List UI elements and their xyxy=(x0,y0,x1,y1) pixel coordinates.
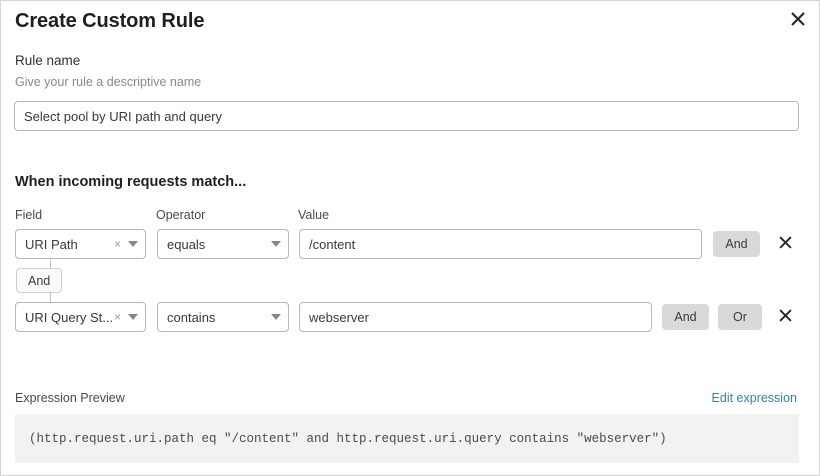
rule-name-help-text: Give your rule a descriptive name xyxy=(15,75,202,89)
close-dialog-button[interactable] xyxy=(786,7,810,31)
operator-select-label-0: equals xyxy=(167,236,206,252)
chevron-down-icon-operator-1 xyxy=(271,314,281,320)
chevron-down-icon-0 xyxy=(128,241,138,247)
chevron-down-icon-operator-0 xyxy=(271,241,281,247)
delete-condition-button-1[interactable] xyxy=(773,305,797,329)
logic-and-button-1[interactable]: And xyxy=(662,304,709,330)
column-header-value: Value xyxy=(298,208,330,222)
match-section-heading: When incoming requests match... xyxy=(15,174,247,190)
group-logic-and-chip[interactable]: And xyxy=(16,268,63,293)
field-select-0[interactable]: URI Path × xyxy=(15,229,146,259)
column-header-operator: Operator xyxy=(156,208,206,222)
close-icon xyxy=(791,12,805,26)
condition-row: URI Query St... × contains And Or xyxy=(1,302,819,332)
logic-or-button-1[interactable]: Or xyxy=(718,304,762,330)
logic-and-button-0[interactable]: And xyxy=(713,231,760,257)
operator-select-1[interactable]: contains xyxy=(157,302,289,332)
condition-row: URI Path × equals And xyxy=(1,229,819,259)
close-icon-row-0 xyxy=(779,236,792,252)
expression-preview-code: (http.request.uri.path eq "/content" and… xyxy=(15,414,799,463)
rule-name-label: Rule name xyxy=(15,53,81,68)
close-icon-row-1 xyxy=(779,309,792,325)
connector-line-top xyxy=(50,259,51,269)
edit-expression-link[interactable]: Edit expression xyxy=(711,391,797,405)
field-select-label-0: URI Path xyxy=(25,236,78,252)
chevron-down-icon-1 xyxy=(128,314,138,320)
expression-preview-label: Expression Preview xyxy=(15,391,125,405)
clear-field-icon-0[interactable]: × xyxy=(113,237,121,251)
field-select-1[interactable]: URI Query St... × xyxy=(15,302,146,332)
value-input-1[interactable] xyxy=(299,302,652,332)
column-header-field: Field xyxy=(15,208,43,222)
delete-condition-button-0[interactable] xyxy=(773,232,797,256)
operator-select-label-1: contains xyxy=(167,309,216,325)
rule-name-input[interactable] xyxy=(14,101,799,131)
clear-field-icon-1[interactable]: × xyxy=(113,310,121,324)
connector-line-bottom xyxy=(50,292,51,302)
field-select-label-1: URI Query St... xyxy=(25,309,114,325)
operator-select-0[interactable]: equals xyxy=(157,229,289,259)
page-title: Create Custom Rule xyxy=(15,10,205,32)
value-input-0[interactable] xyxy=(299,229,702,259)
